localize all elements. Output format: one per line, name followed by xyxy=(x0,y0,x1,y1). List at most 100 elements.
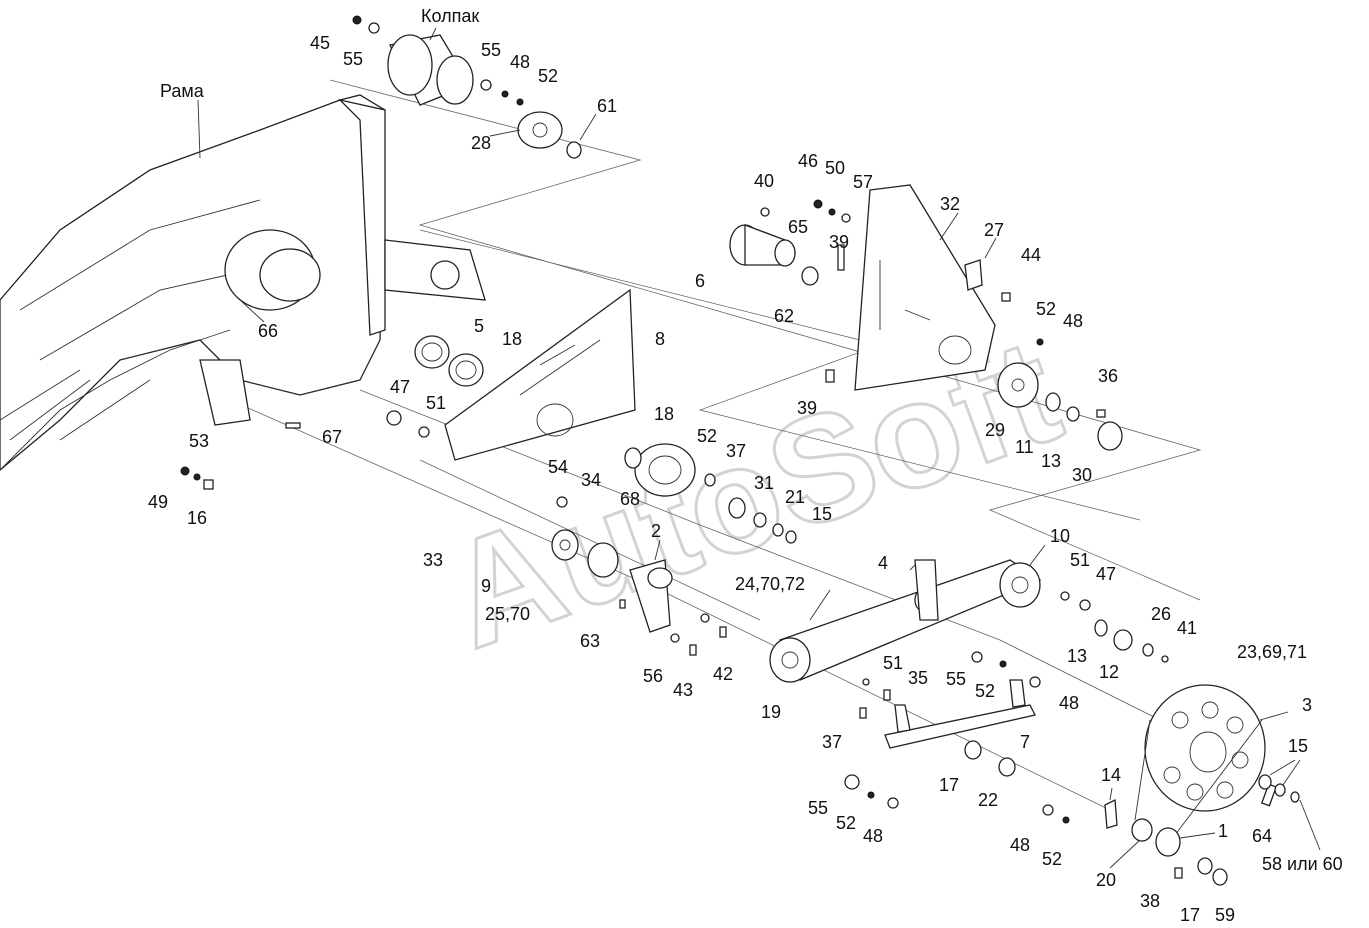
label-part: 49 xyxy=(148,492,168,512)
label-part: 47 xyxy=(390,377,410,397)
label-part: 51 xyxy=(426,393,446,413)
cap-kolpak xyxy=(387,34,474,106)
rings-5-18 xyxy=(386,335,484,438)
tensioner-bar-7 xyxy=(859,651,1041,777)
hardware-top xyxy=(352,15,524,106)
label-part: 26 xyxy=(1151,604,1171,624)
label-part: 25,70 xyxy=(485,604,530,624)
label-part: 32 xyxy=(940,194,960,214)
label-part: 4 xyxy=(878,553,888,573)
label-part: 18 xyxy=(502,329,522,349)
label-part: 6 xyxy=(695,271,705,291)
label-part: 31 xyxy=(754,473,774,493)
label-part: 2 xyxy=(651,521,661,541)
label-part: 17 xyxy=(939,775,959,795)
bearing-housing-18 xyxy=(624,443,696,497)
sprocket-3 xyxy=(1134,684,1266,836)
label-part: 27 xyxy=(984,220,1004,240)
label-part: 45 xyxy=(310,33,330,53)
label-part: 15 xyxy=(1288,736,1308,756)
label-part: 48 xyxy=(510,52,530,72)
label-part: 39 xyxy=(829,232,849,252)
label-part: 34 xyxy=(581,470,601,490)
hardware-bottom-right xyxy=(1042,774,1300,886)
label-part: 50 xyxy=(825,158,845,178)
label-part: 5 xyxy=(474,316,484,336)
label-part: 38 xyxy=(1140,891,1160,911)
bracket-27 xyxy=(964,259,1011,302)
label-part: 15 xyxy=(812,504,832,524)
hardware-right-middle xyxy=(1060,591,1169,663)
label-part: 39 xyxy=(797,398,817,418)
label-part: 24,70,72 xyxy=(735,574,805,594)
label-rama: Рама xyxy=(160,81,205,101)
label-part: 14 xyxy=(1101,765,1121,785)
frame-rama xyxy=(0,94,486,471)
label-part: 41 xyxy=(1177,618,1197,638)
label-part: 40 xyxy=(754,171,774,191)
leader-lines xyxy=(197,27,1321,869)
label-part: 55 xyxy=(343,49,363,69)
label-part: 33 xyxy=(423,550,443,570)
label-part: 56 xyxy=(643,666,663,686)
label-part: 48 xyxy=(863,826,883,846)
label-part: 18 xyxy=(654,404,674,424)
label-part: 10 xyxy=(1050,526,1070,546)
label-part: 19 xyxy=(761,702,781,722)
label-part: 12 xyxy=(1099,662,1119,682)
label-part: 67 xyxy=(322,427,342,447)
flange-28 xyxy=(517,111,582,159)
bushings-31-21-15 xyxy=(704,473,797,544)
label-part: 65 xyxy=(788,217,808,237)
label-part: 36 xyxy=(1098,366,1118,386)
label-part: 44 xyxy=(1021,245,1041,265)
plate-8 xyxy=(444,288,636,461)
label-part: 51 xyxy=(1070,550,1090,570)
label-part: 48 xyxy=(1063,311,1083,331)
label-part: 46 xyxy=(798,151,818,171)
label-part: 35 xyxy=(908,668,928,688)
label-part: 48 xyxy=(1059,693,1079,713)
label-part: 57 xyxy=(853,172,873,192)
label-part: 68 xyxy=(620,489,640,509)
label-part: 13 xyxy=(1041,451,1061,471)
label-part: 66 xyxy=(258,321,278,341)
chain-24 xyxy=(769,559,1042,683)
label-part: 51 xyxy=(883,653,903,673)
label-part: 47 xyxy=(1096,564,1116,584)
label-part: 52 xyxy=(1042,849,1062,869)
label-part: 3 xyxy=(1302,695,1312,715)
sprocket-9 xyxy=(551,496,727,656)
label-part: 30 xyxy=(1072,465,1092,485)
hardware-bottom-left xyxy=(844,774,899,809)
label-part: 52 xyxy=(1036,299,1056,319)
label-part: 55 xyxy=(481,40,501,60)
label-part: 1 xyxy=(1218,821,1228,841)
label-part: 16 xyxy=(187,508,207,528)
flange-29-assembly xyxy=(825,338,1123,451)
label-part: 55 xyxy=(946,669,966,689)
label-part: 13 xyxy=(1067,646,1087,666)
label-part: 8 xyxy=(655,329,665,349)
label-part: 64 xyxy=(1252,826,1272,846)
label-part: 9 xyxy=(481,576,491,596)
label-part: 42 xyxy=(713,664,733,684)
label-part: 29 xyxy=(985,420,1005,440)
label-part: 62 xyxy=(774,306,794,326)
label-part: 11 xyxy=(1015,437,1034,457)
label-part: 55 xyxy=(808,798,828,818)
label-part: 54 xyxy=(548,457,568,477)
label-part: 7 xyxy=(1020,732,1030,752)
label-part: 37 xyxy=(726,441,746,461)
label-part: 52 xyxy=(975,681,995,701)
label-kolpak: Колпак xyxy=(421,6,479,26)
label-part: 52 xyxy=(697,426,717,446)
label-part: 63 xyxy=(580,631,600,651)
label-part: 43 xyxy=(673,680,693,700)
label-part: 52 xyxy=(538,66,558,86)
label-part: 28 xyxy=(471,133,491,153)
label-part: 23,69,71 xyxy=(1237,642,1307,662)
label-part: 59 xyxy=(1215,905,1235,925)
label-part: 37 xyxy=(822,732,842,752)
